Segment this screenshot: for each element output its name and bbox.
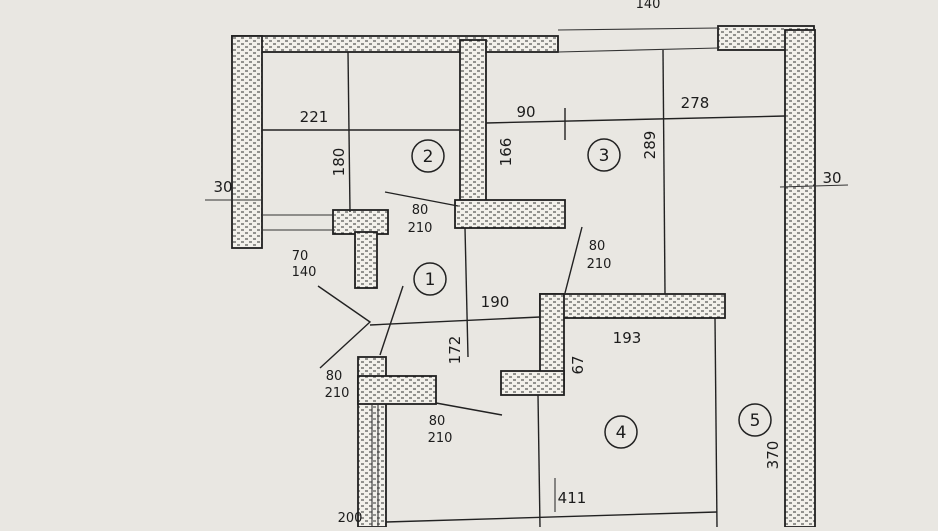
dim-289: 289	[641, 131, 659, 160]
room-5-circle	[738, 403, 772, 437]
wall-stub-room-4	[500, 370, 565, 396]
walls	[231, 25, 816, 528]
door-4-height: 210	[428, 431, 453, 446]
door-2-height: 210	[408, 221, 433, 236]
entry-door-width: 80	[326, 369, 343, 384]
wall-lower-stub	[357, 375, 437, 405]
room-2-number: 2	[423, 147, 434, 167]
wall-top-room-4	[539, 293, 726, 319]
dim-278: 278	[681, 94, 710, 112]
dimension-labels: 140 221 90 278 180 166 289 30 30 190 172…	[213, 0, 841, 526]
door-4-width: 80	[429, 414, 446, 429]
dim-top-cut: 140	[636, 0, 661, 12]
door-3-width: 80	[589, 239, 606, 254]
wall-partition-2-3	[459, 39, 487, 206]
wall-window-ledge	[332, 209, 389, 235]
dim-193: 193	[613, 329, 642, 347]
dim-411: 411	[558, 489, 587, 507]
plan-lines	[205, 27, 849, 528]
wall-below-room-3	[454, 199, 566, 229]
opening-labels: 80 210 70 140 80 210 80 210 80 210	[292, 203, 612, 446]
door-2-width: 80	[412, 203, 429, 218]
room-3-number: 3	[599, 146, 610, 166]
wall-top-left	[231, 35, 559, 53]
dim-200: 200	[338, 511, 363, 526]
room-markers: 2 3 1 4 5	[411, 138, 772, 449]
door-3-height: 210	[587, 257, 612, 272]
wall-window-pier	[354, 231, 378, 289]
entry-door-height: 210	[325, 386, 350, 401]
room-5-number: 5	[750, 411, 761, 431]
room-3-circle	[587, 138, 621, 172]
dim-190: 190	[481, 293, 510, 311]
wall-right-outer	[784, 29, 816, 528]
dim-221: 221	[300, 108, 329, 126]
room-4-number: 4	[616, 423, 627, 443]
room-4-circle	[604, 415, 638, 449]
dim-90: 90	[516, 103, 535, 121]
room-1-number: 1	[425, 270, 436, 290]
wall-left-outer	[231, 35, 263, 249]
dim-67: 67	[569, 355, 587, 374]
window-1-width: 70	[292, 249, 309, 264]
dim-370: 370	[764, 441, 782, 470]
room-1-circle	[413, 262, 447, 296]
dim-30-left: 30	[213, 178, 232, 196]
window-1-height: 140	[292, 265, 317, 280]
dim-30-right: 30	[822, 169, 841, 187]
dim-172: 172	[446, 336, 464, 365]
dim-180: 180	[330, 148, 348, 177]
dim-166: 166	[497, 138, 515, 167]
room-2-circle	[411, 139, 445, 173]
